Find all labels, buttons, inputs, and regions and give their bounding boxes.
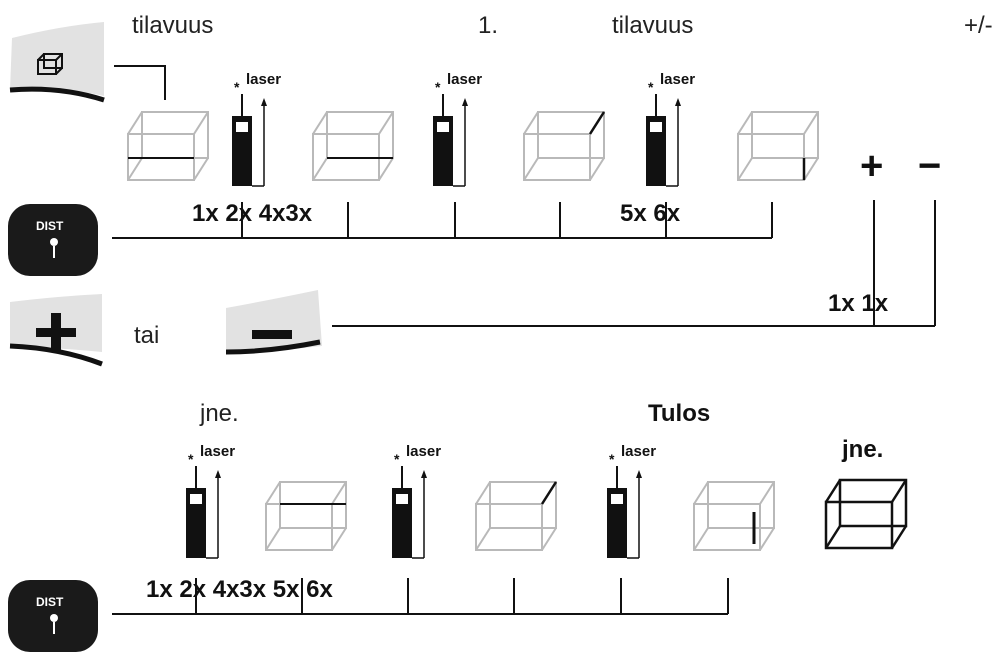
plus-minus-counts: 1x 1x xyxy=(828,290,889,317)
row1-box-2 xyxy=(312,111,394,181)
plus-button-icon xyxy=(36,313,76,351)
dist-button-2[interactable]: DIST xyxy=(8,580,98,652)
volume-button-icon xyxy=(37,53,63,75)
label-tilavuus-2: tilavuus xyxy=(612,12,694,39)
row2-laser-label-1: laser xyxy=(200,443,236,460)
plus-minus-lines xyxy=(332,200,936,327)
minus-button[interactable] xyxy=(225,290,322,355)
volume-connector xyxy=(114,65,166,100)
label-plus-minus: +/- xyxy=(964,12,993,39)
label-tai: tai xyxy=(134,322,160,349)
minus-button-icon xyxy=(252,330,292,339)
row1-box-3 xyxy=(523,111,606,181)
row2-laser-label-3: laser xyxy=(621,443,657,460)
row1-timeline xyxy=(112,202,773,239)
result-box xyxy=(824,478,908,550)
row2-laser-3 xyxy=(606,450,643,559)
volume-button[interactable] xyxy=(9,22,105,103)
row1-laser-label-2: laser xyxy=(447,71,483,88)
row2-laser-label-2: laser xyxy=(406,443,442,460)
row2-box-2 xyxy=(475,481,558,551)
dist-button-icon xyxy=(50,238,58,258)
label-step-one: 1. xyxy=(478,12,499,39)
svg-text:DIST: DIST xyxy=(36,595,64,609)
plus-button[interactable] xyxy=(9,294,103,367)
row1-counts-right: 5x 6x xyxy=(620,200,681,227)
row1-box-4 xyxy=(737,111,819,181)
row1-laser-1 xyxy=(231,78,268,187)
label-jne-2: jne. xyxy=(842,436,884,463)
row2-laser-2 xyxy=(391,450,428,559)
label-tulos: Tulos xyxy=(648,400,711,427)
row2-timeline xyxy=(112,578,729,615)
svg-text:DIST: DIST xyxy=(36,219,64,233)
row2-laser-1 xyxy=(185,450,222,559)
row1-counts-left: 1x 2x 4x3x xyxy=(192,200,313,227)
row2-box-3 xyxy=(693,481,775,551)
row1-box-1 xyxy=(127,111,209,181)
minus-symbol: − xyxy=(918,144,942,188)
row2-box-1 xyxy=(265,481,347,551)
row2-counts: 1x 2x 4x3x 5x 6x xyxy=(146,576,333,603)
row1-laser-3 xyxy=(645,78,682,187)
row1-laser-label-1: laser xyxy=(246,71,282,88)
plus-symbol: + xyxy=(860,144,884,188)
dist-button-1[interactable]: DIST xyxy=(8,204,98,276)
row1-laser-label-3: laser xyxy=(660,71,696,88)
dist-button-icon xyxy=(50,614,58,634)
label-jne-1: jne. xyxy=(200,400,239,427)
row1-laser-2 xyxy=(432,78,469,187)
label-tilavuus-1: tilavuus xyxy=(132,12,214,39)
